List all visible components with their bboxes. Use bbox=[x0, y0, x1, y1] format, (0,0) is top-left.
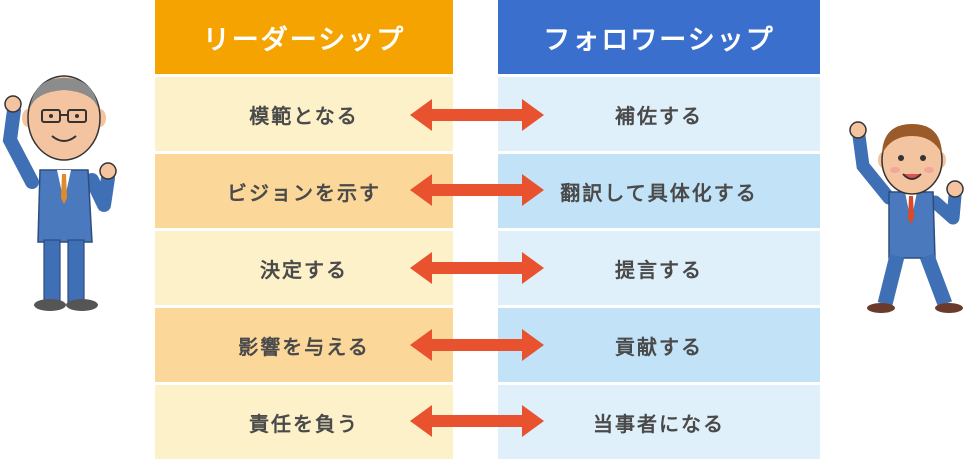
leadership-column: リーダーシップ 模範となる ビジョンを示す 決定する 影響を与える 責任を負う bbox=[155, 0, 453, 459]
leadership-item: ビジョンを示す bbox=[155, 154, 453, 228]
followership-item: 貢献する bbox=[498, 308, 820, 382]
leadership-item: 責任を負う bbox=[155, 385, 453, 459]
followership-item: 翻訳して具体化する bbox=[498, 154, 820, 228]
leadership-item: 決定する bbox=[155, 231, 453, 305]
double-arrow-icon bbox=[410, 174, 544, 206]
double-arrow-icon bbox=[410, 99, 544, 131]
manager-character bbox=[2, 75, 117, 311]
followership-header: フォロワーシップ bbox=[498, 0, 820, 74]
followership-item: 補佐する bbox=[498, 77, 820, 151]
leadership-item: 影響を与える bbox=[155, 308, 453, 382]
followership-item: 当事者になる bbox=[498, 385, 820, 459]
leadership-item: 模範となる bbox=[155, 77, 453, 151]
followership-column: フォロワーシップ 補佐する 翻訳して具体化する 提言する 貢献する 当事者になる bbox=[498, 0, 820, 459]
double-arrow-icon bbox=[410, 329, 544, 361]
employee-character bbox=[849, 121, 964, 313]
followership-item: 提言する bbox=[498, 231, 820, 305]
double-arrow-icon bbox=[410, 405, 544, 437]
double-arrow-icon bbox=[410, 252, 544, 284]
leadership-header: リーダーシップ bbox=[155, 0, 453, 74]
